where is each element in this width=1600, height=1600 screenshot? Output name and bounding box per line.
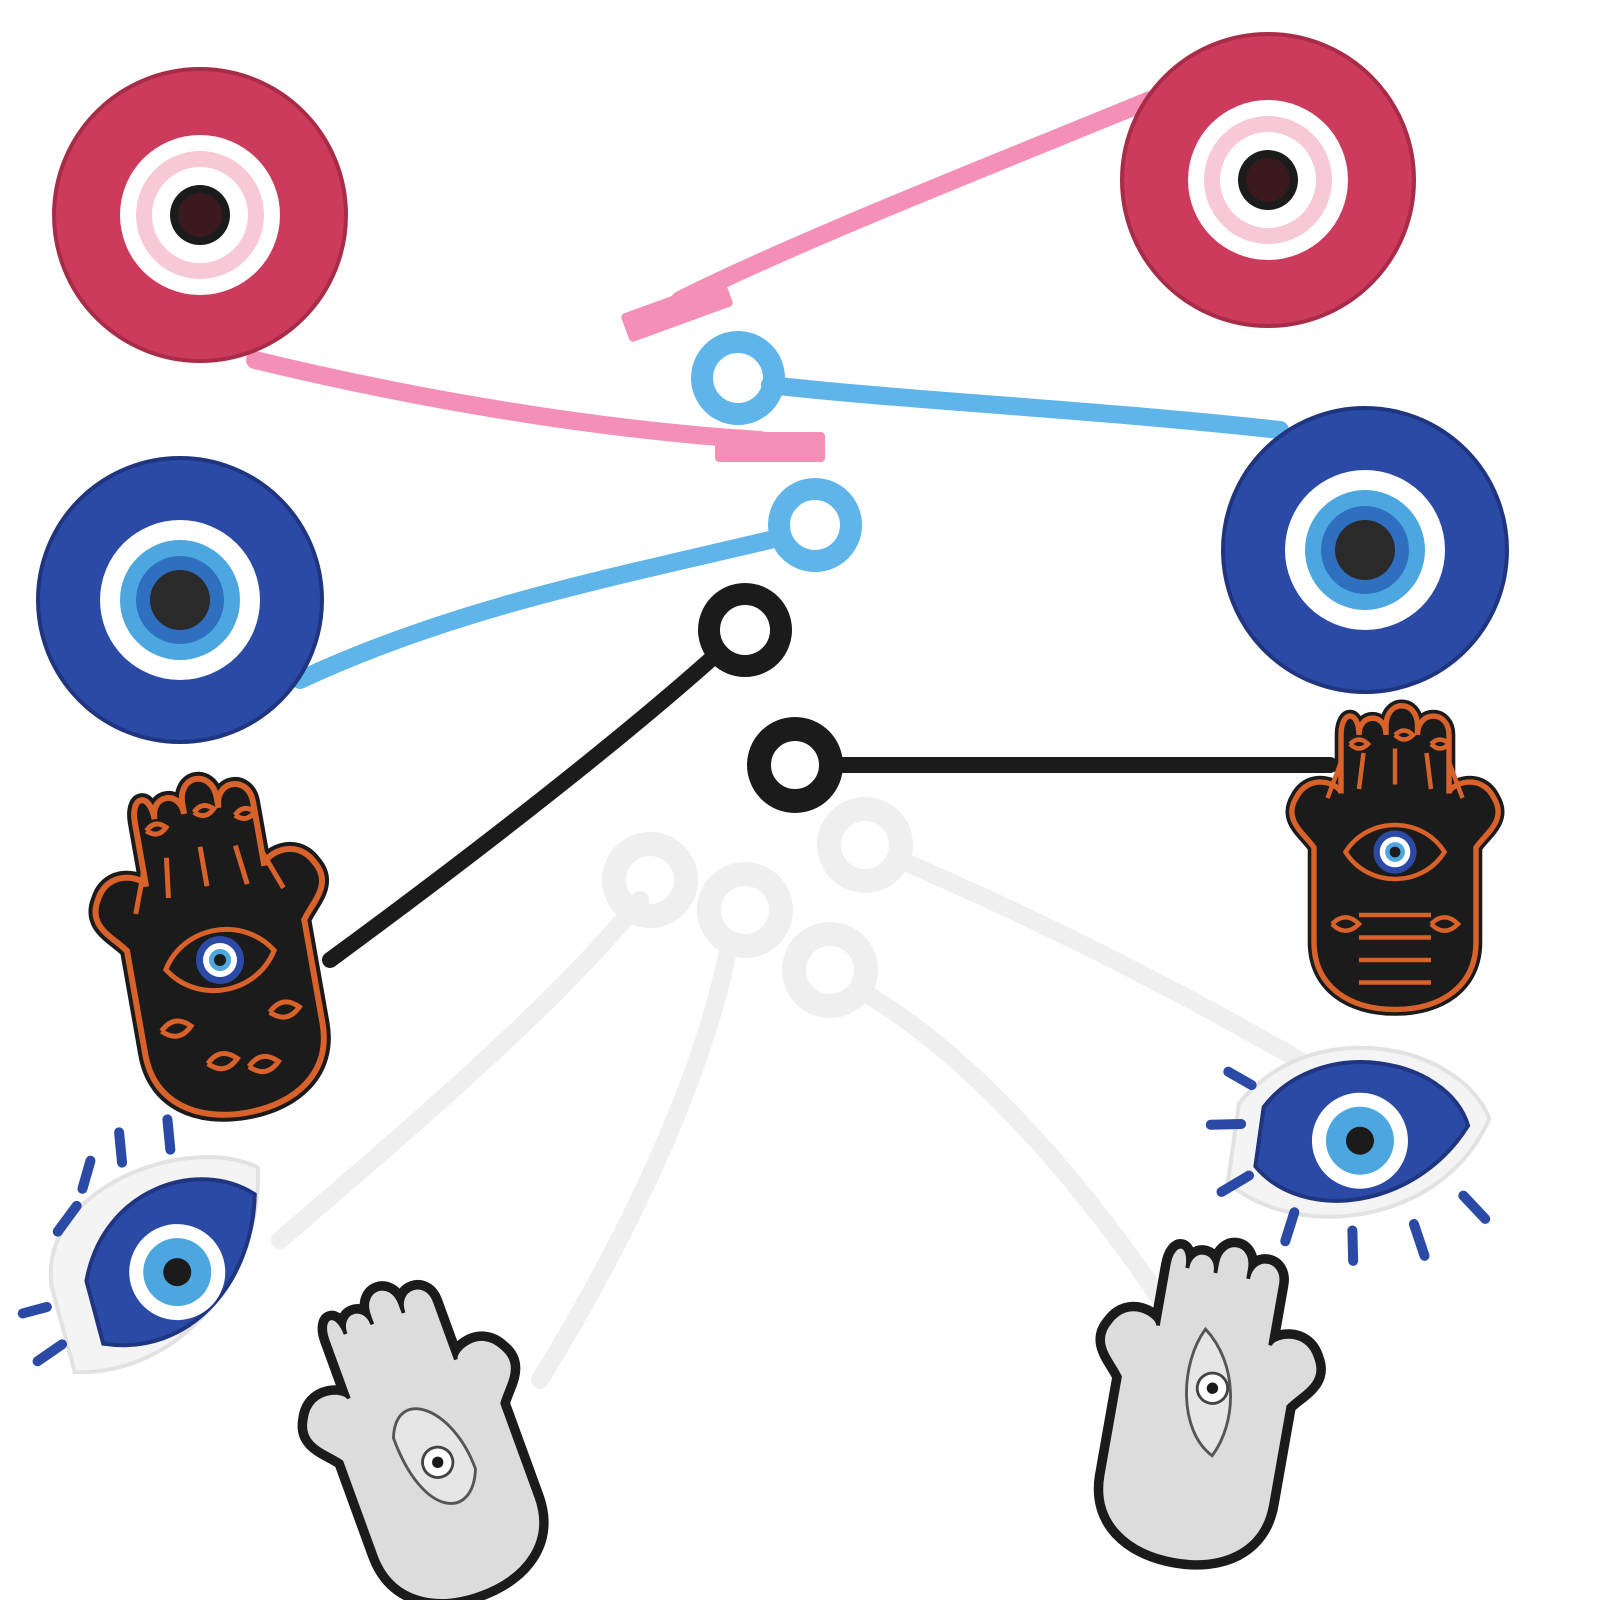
sky-strap (291, 478, 862, 689)
orange-hamsa-charm (75, 760, 359, 1132)
orange-hamsa-charm (1292, 706, 1498, 1010)
clear-strap (271, 832, 698, 1249)
red-evil-eye-charm (52, 67, 348, 363)
blue-evil-eye-charm (36, 456, 324, 744)
grey-hamsa-charm (268, 1255, 582, 1600)
black-strap (322, 583, 792, 968)
grey-hamsa-charm (1067, 1225, 1337, 1579)
clear-strap (531, 862, 793, 1389)
lashed-evil-eye-charm (17, 1114, 260, 1375)
blue-evil-eye-charm (1221, 406, 1509, 694)
black-strap (747, 717, 1338, 813)
lashed-evil-eye-charm (1205, 1045, 1492, 1266)
red-evil-eye-charm (1120, 32, 1416, 328)
clear-strap (817, 797, 1359, 1099)
sky-strap (691, 331, 1289, 439)
pink-strap (246, 351, 825, 462)
pink-strap (621, 91, 1159, 342)
